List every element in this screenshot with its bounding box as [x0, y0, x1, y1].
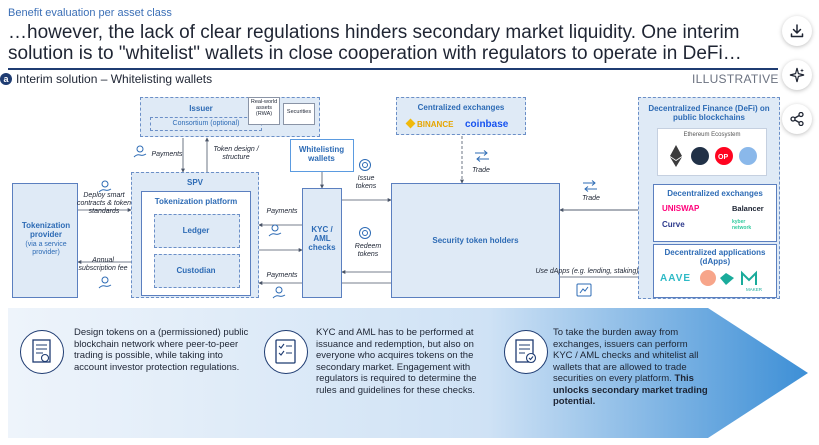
- issue-token-coin-icon: [359, 159, 371, 171]
- document-check-icon: [515, 339, 537, 364]
- download-icon: [790, 24, 804, 38]
- illustrative-label: ILLUSTRATIVE: [692, 72, 779, 86]
- redeem-token-coin-icon: [359, 227, 371, 239]
- polygon-icon: [739, 147, 757, 165]
- header-rule: [8, 68, 778, 70]
- share-button[interactable]: [782, 104, 812, 134]
- deploy-label: Deploy smart contracts & token standards: [76, 192, 132, 215]
- dapps-box: Decentralized applications (dApps) AAVE …: [653, 244, 777, 298]
- sparkle-icon: [789, 67, 805, 83]
- issue-tokens-label: Issue tokens: [355, 175, 377, 190]
- dapp-logos: [700, 270, 757, 286]
- trade-defi-label: Trade: [582, 195, 600, 202]
- kyber-logo: kyber network: [732, 219, 752, 231]
- ethereum-icon: [670, 145, 682, 167]
- payments-bottom-hand-icon: [272, 286, 286, 299]
- rwa-document: Real-world assets (RWA): [248, 97, 280, 125]
- kyc-title: KYC / AML checks: [308, 225, 336, 252]
- holders-title: Security token holders: [432, 236, 519, 245]
- consortium-box: Consortium (optional): [150, 117, 262, 131]
- payments-label-top: Payments: [151, 151, 183, 158]
- deploy-hand-icon: [98, 180, 112, 193]
- issuer-box: Issuer Consortium (optional) Real-world …: [140, 97, 320, 137]
- provider-title: Tokenization provider: [21, 221, 71, 239]
- download-button[interactable]: [782, 16, 812, 46]
- dapp-coin-icon: [700, 270, 716, 286]
- banner-arrow: [8, 308, 808, 438]
- payments-mid-hand-icon: [268, 224, 282, 237]
- cex-title: Centralized exchanges: [417, 103, 505, 112]
- optimism-icon: [715, 147, 733, 165]
- spv-title: SPV: [186, 178, 203, 187]
- platform-title: Tokenization platform: [154, 197, 238, 206]
- defi-title: Decentralized Finance (DeFi) on public b…: [648, 104, 770, 122]
- centralized-exchanges-box: Centralized exchanges BINANCE coinbase: [396, 97, 526, 135]
- payments-hand-icon: [133, 145, 147, 158]
- section-title: Interim solution – Whitelisting wallets: [16, 72, 213, 86]
- fee-hand-icon: [98, 276, 112, 289]
- payments-label-bottom: Payments: [266, 272, 298, 279]
- trade-cex-arrows-icon: [475, 150, 489, 162]
- coinbase-logo: coinbase: [465, 119, 509, 130]
- checklist-icon-circle: [264, 330, 308, 374]
- maker-label: MAKER: [746, 287, 763, 292]
- banner-text-burden: To take the burden away from exchanges, …: [553, 327, 709, 408]
- kyc-aml-box: KYC / AML checks: [302, 188, 342, 298]
- checklist-icon: [275, 339, 296, 364]
- maker-icon: [741, 270, 757, 285]
- tokenization-provider-box: Tokenization provider (via a service pro…: [12, 183, 78, 298]
- trade-defi-arrows-icon: [583, 180, 597, 192]
- ethereum-ecosystem-panel: Ethereum Ecosystem OP: [657, 128, 767, 176]
- tokenization-platform-box: Tokenization platform Ledger Custodian: [141, 191, 251, 296]
- custodian-box: Custodian: [154, 254, 240, 288]
- curve-logo: Curve: [662, 220, 685, 229]
- binance-logo: BINANCE: [405, 118, 453, 129]
- security-token-holders-box: Security token holders: [391, 183, 560, 298]
- binance-icon: [405, 118, 416, 129]
- aave-logo: AAVE: [660, 273, 692, 284]
- uniswap-logo: UNISWAP: [662, 204, 700, 213]
- whitelisting-wallets-box: Whitelisting wallets: [290, 139, 354, 172]
- share-icon: [790, 112, 804, 126]
- dapps-title: Decentralized applications (dApps): [664, 248, 766, 266]
- ledger-box: Ledger: [154, 214, 240, 248]
- balancer-logo: Balancer: [732, 204, 764, 213]
- page-headline: …however, the lack of clear regulations …: [8, 22, 742, 64]
- certificate-icon-circle: [20, 330, 64, 374]
- custodian-label: Custodian: [176, 266, 216, 275]
- annual-fee-label: Annual subscription fee: [78, 257, 128, 272]
- provider-subtitle: (via a service provider): [25, 241, 67, 256]
- banner-text-kyc: KYC and AML has to be performed at issua…: [316, 327, 477, 396]
- trade-cex-label: Trade: [472, 167, 490, 174]
- redeem-tokens-label: Redeem tokens: [354, 243, 382, 258]
- ledger-label: Ledger: [182, 226, 210, 235]
- arbitrum-icon: [691, 147, 709, 165]
- ecosystem-label: Ethereum Ecosystem: [683, 132, 741, 138]
- payments-label-mid: Payments: [266, 208, 298, 215]
- dapp-diamond-icon: [720, 273, 734, 285]
- dex-box: Decentralized exchanges UNISWAP Balancer…: [653, 184, 777, 242]
- defi-box: Decentralized Finance (DeFi) on public b…: [638, 97, 780, 299]
- use-dapps-label: Use dApps (e.g. lending, staking): [535, 268, 639, 275]
- page-subtitle: Benefit evaluation per asset class: [8, 7, 172, 19]
- spv-box: SPV Tokenization platform Ledger Custodi…: [131, 172, 259, 298]
- issuer-title: Issuer: [189, 104, 213, 113]
- dex-title: Decentralized exchanges: [667, 189, 763, 198]
- ai-assist-button[interactable]: [782, 60, 812, 90]
- ecosystem-logos: OP: [670, 145, 757, 167]
- token-design-label: Token design / structure: [213, 146, 259, 161]
- whitelist-title: Whitelisting wallets: [298, 145, 345, 163]
- banner-text-burden-plain: To take the burden away from exchanges, …: [553, 327, 699, 384]
- section-badge: a: [0, 73, 12, 85]
- banner-text-burden-bold: This unlocks secondary market trading po…: [553, 373, 708, 407]
- securities-document: Securities: [283, 103, 315, 125]
- use-dapps-icon: [576, 283, 592, 297]
- certificate-icon: [32, 339, 51, 363]
- svg-text:OP: OP: [718, 154, 728, 161]
- banner-text-design: Design tokens on a (permissioned) public…: [74, 327, 249, 373]
- document-check-icon-circle: [504, 330, 548, 374]
